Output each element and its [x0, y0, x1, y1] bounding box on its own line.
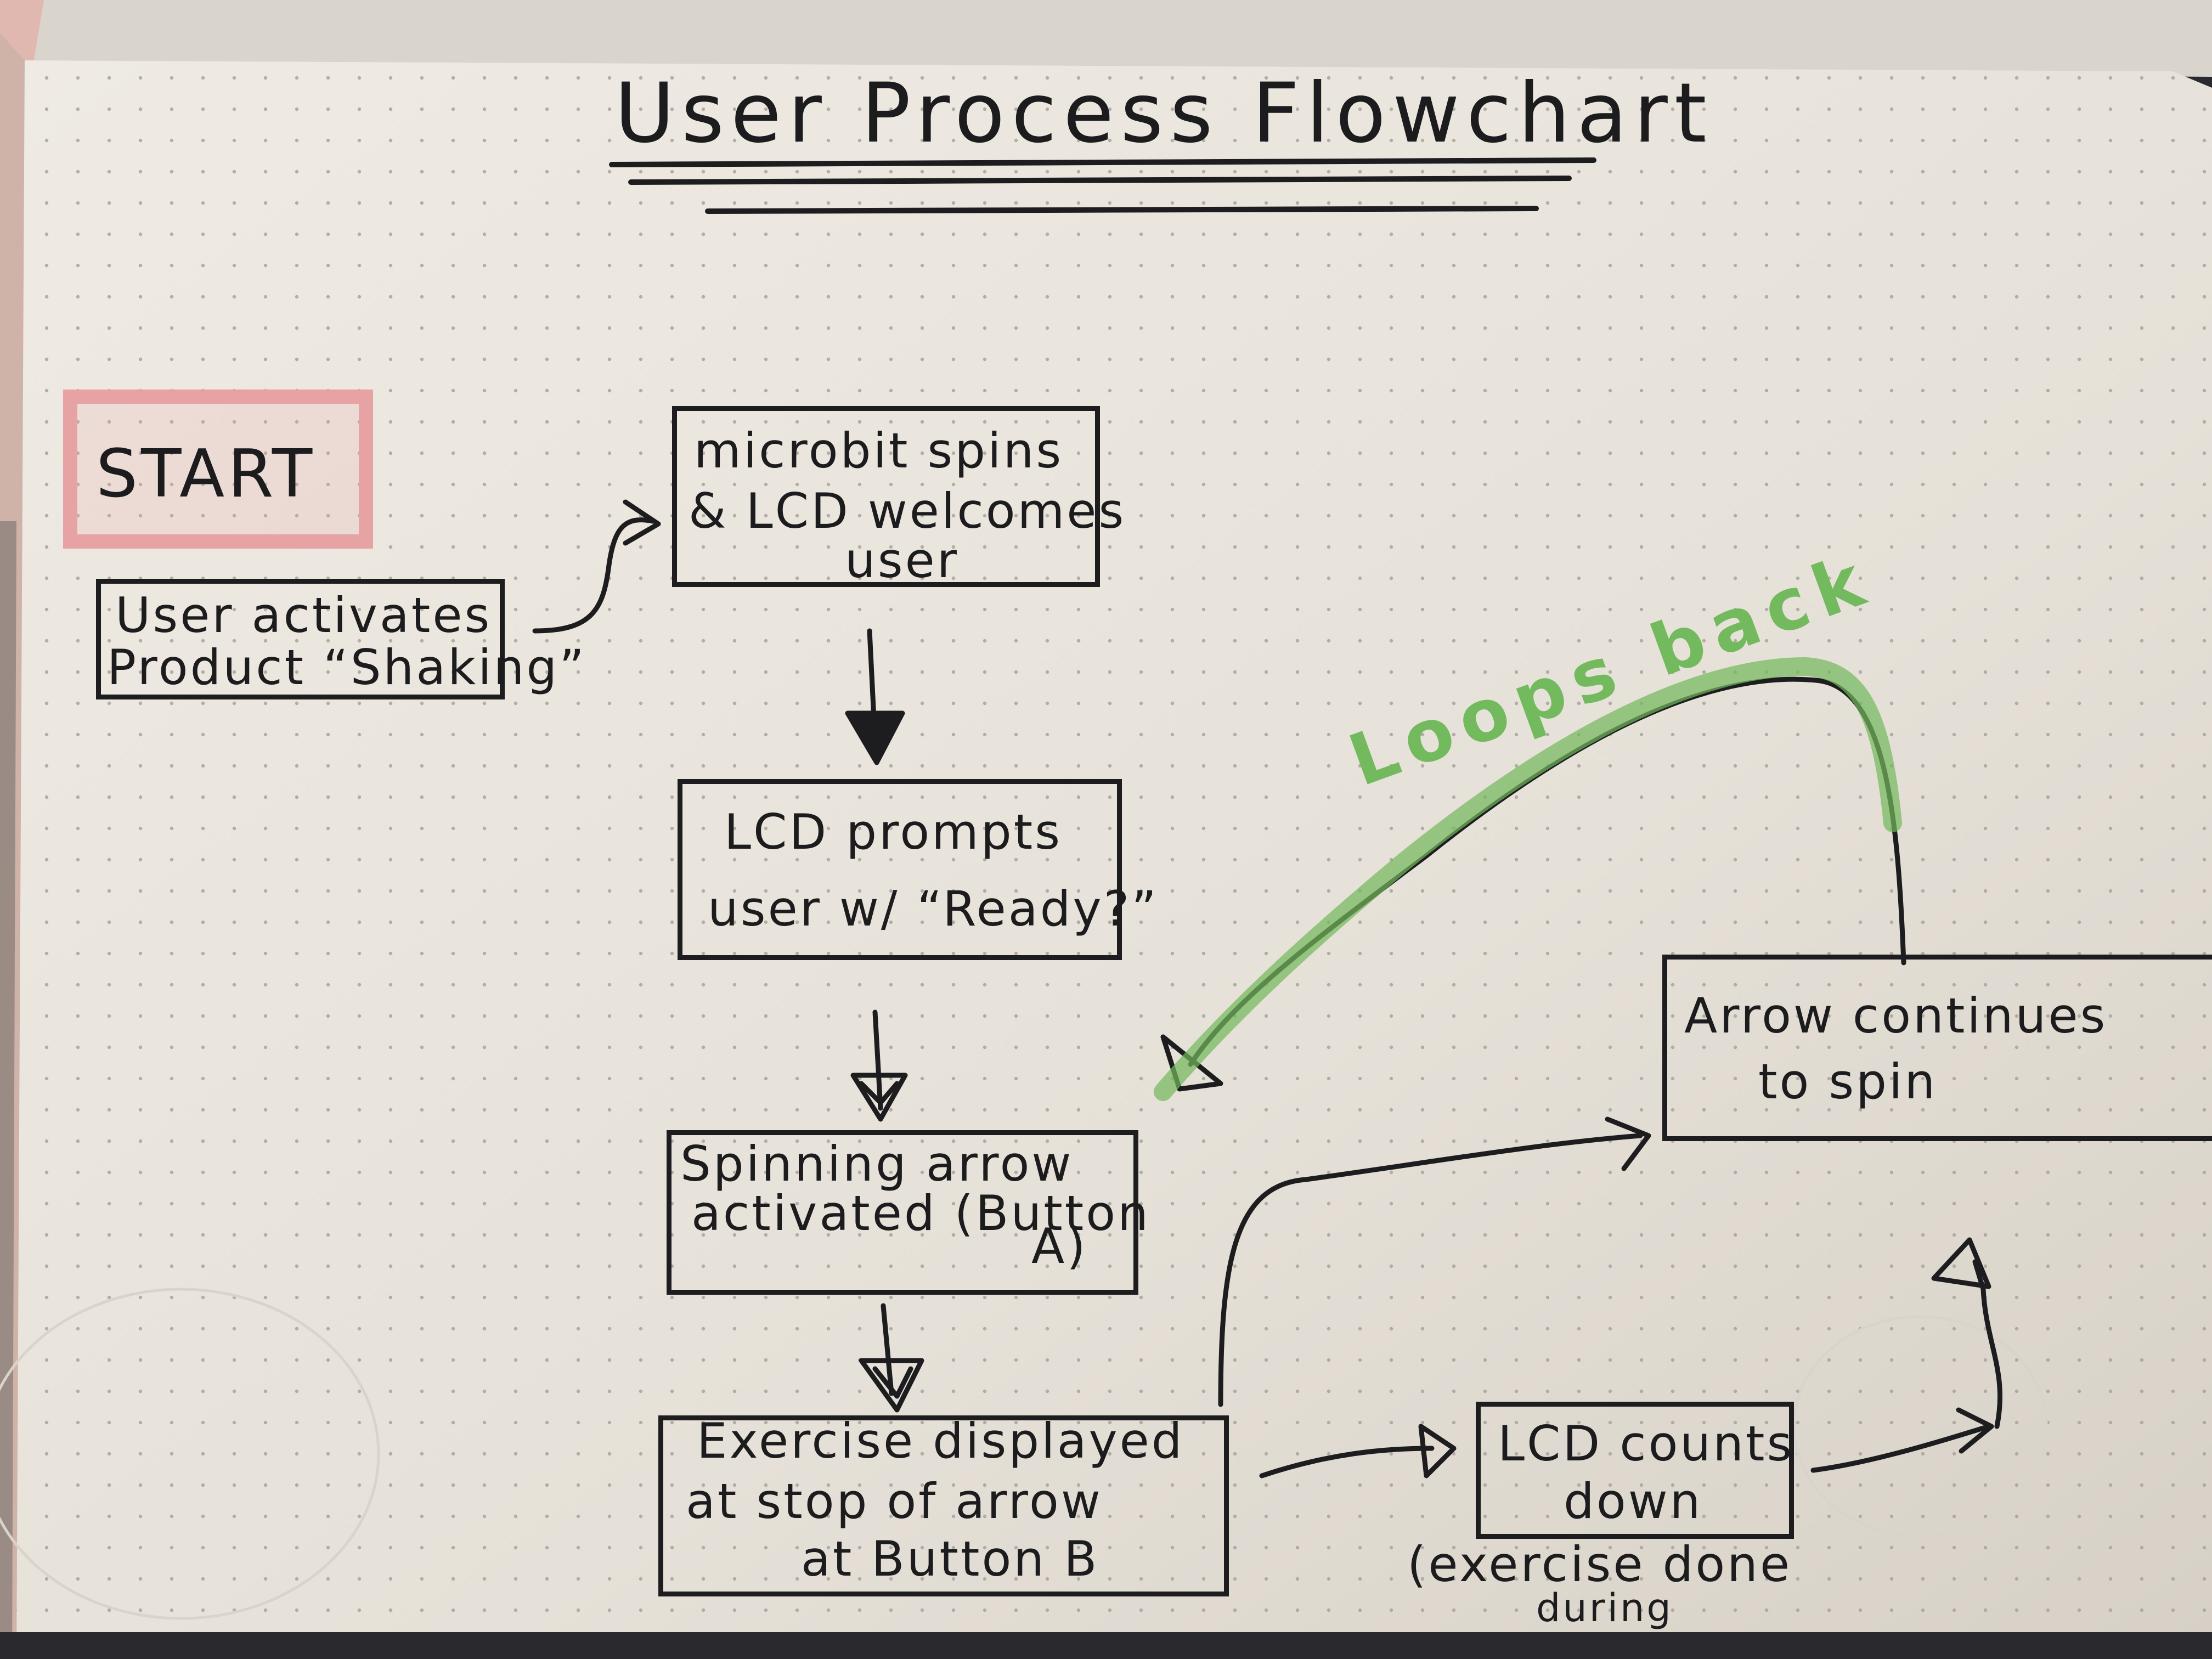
arrowhead-countdown-out: [1956, 1407, 1994, 1454]
page-title: User Process Flowchart: [614, 66, 1713, 161]
node-user-activates: [96, 579, 505, 699]
node-microbit-spins-line1: microbit spins: [694, 422, 1064, 479]
connector-prompts-to-spinning: [872, 1009, 883, 1111]
node-microbit-spins-line3: user: [845, 532, 959, 589]
node-lcd-counts-down: [1476, 1402, 1794, 1539]
arrowhead-spinning: [850, 1073, 908, 1122]
node-lcd-prompts-line1: LCD prompts: [724, 804, 1063, 860]
node-lcd-counts-note-line2: during: [1536, 1585, 1673, 1630]
start-label-box: [63, 390, 373, 549]
connector-spinning-to-exercise: [881, 1303, 894, 1396]
node-lcd-counts-note-line1: (exercise done: [1407, 1536, 1792, 1593]
node-microbit-spins-line2: & LCD welcomes: [689, 483, 1126, 539]
node-lcd-counts-down-line1: LCD counts: [1498, 1415, 1795, 1472]
connector-up-to-arrow-continues: [1972, 1259, 2003, 1429]
arrowhead-up: [1931, 1237, 1991, 1289]
connector-activate-to-microbit: [532, 517, 656, 634]
node-exercise-displayed-line2: at stop of arrow: [686, 1473, 1103, 1530]
arrowhead-microbit: [623, 499, 661, 546]
node-spinning-arrow-line3: A): [1031, 1218, 1088, 1274]
node-spinning-arrow: [667, 1130, 1138, 1295]
node-arrow-continues-line2: to spin: [1758, 1053, 1938, 1110]
arrowhead-countdown: [1418, 1424, 1457, 1479]
node-arrow-continues: [1662, 955, 2212, 1141]
connector-exercise-to-arrow-continues: [1218, 1133, 1643, 1407]
node-spinning-arrow-line2: activated (Button: [691, 1185, 1150, 1242]
arrowhead-exercise: [859, 1358, 924, 1413]
node-exercise-displayed: [658, 1415, 1229, 1596]
node-lcd-prompts-line2: user w/ “Ready?”: [708, 881, 1159, 937]
node-user-activates-line2: Product “Shaking”: [107, 639, 586, 696]
node-lcd-counts-down-line2: down: [1564, 1473, 1703, 1530]
connector-countdown-out: [1810, 1424, 1991, 1473]
node-exercise-displayed-line3: at Button B: [801, 1531, 1099, 1587]
connector-exercise-to-countdown: [1259, 1446, 1435, 1479]
arrowhead-arrow-continues: [1605, 1116, 1651, 1171]
node-user-activates-line1: User activates: [115, 587, 492, 644]
node-exercise-displayed-line1: Exercise displayed: [697, 1413, 1184, 1469]
node-lcd-prompts: [678, 779, 1122, 960]
start-label: START: [96, 436, 316, 512]
node-arrow-continues-line1: Arrow continues: [1684, 988, 2108, 1044]
arrowhead-prompts: [845, 710, 905, 765]
node-spinning-arrow-line1: Spinning arrow: [680, 1136, 1074, 1192]
node-microbit-spins: [672, 406, 1100, 587]
